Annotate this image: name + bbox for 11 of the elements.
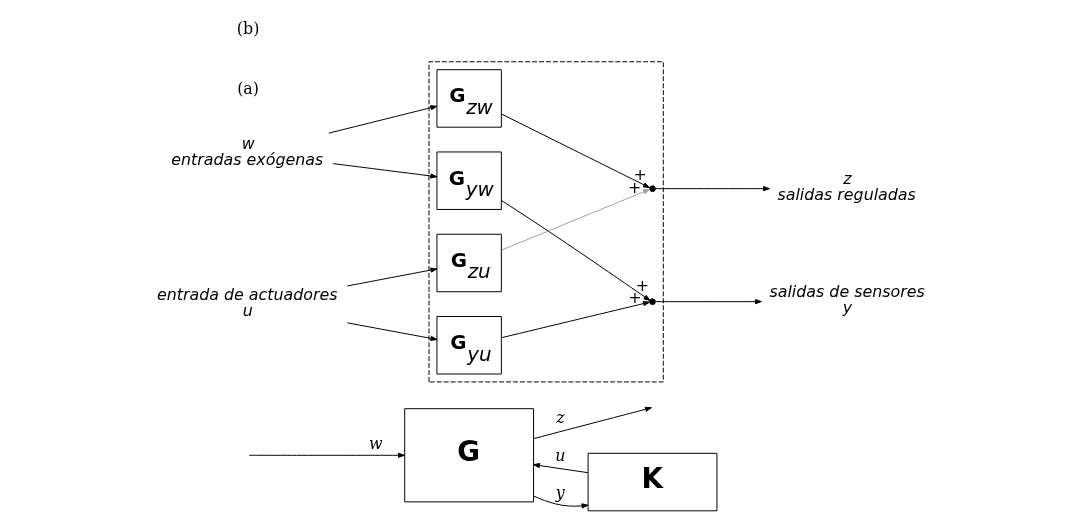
label: (b) [236, 18, 260, 38]
node-text: salidas de sensores y [769, 282, 925, 318]
node-text: z salidas reguladas [777, 169, 916, 205]
node-text: w entradas exógenas [171, 133, 324, 169]
edge-label: u [555, 446, 566, 466]
label: (a) [237, 79, 260, 99]
edge-label: y [555, 482, 565, 502]
node-text: entrada de actuadores u [156, 285, 338, 321]
edge-label: w [369, 434, 383, 454]
edge-label: + [633, 164, 647, 184]
edge-label: z [556, 408, 565, 428]
